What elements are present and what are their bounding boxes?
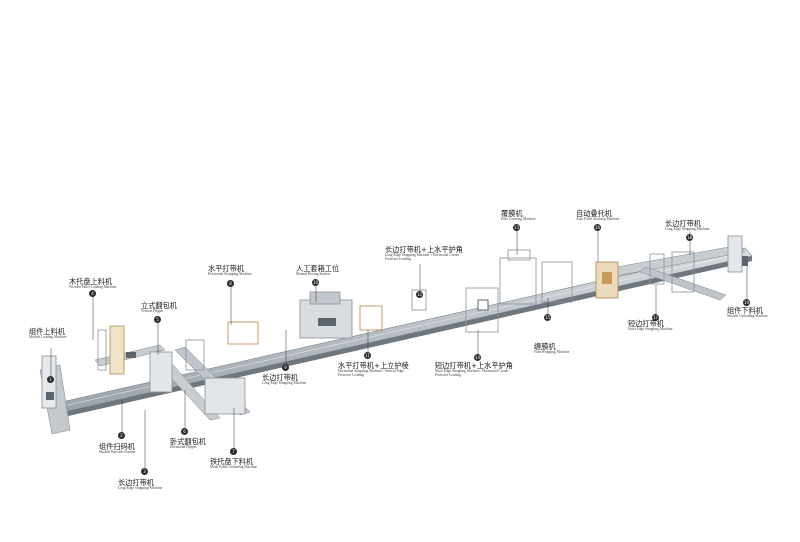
- station-marker-2: 2: [118, 432, 125, 439]
- station-name: 短边打带机: [628, 319, 664, 328]
- station-label-5: 立式翻包机 Vertical Flipper: [141, 302, 177, 314]
- station-name-en: Short Edge Strapping Machine / Horizonta…: [435, 369, 509, 377]
- station-name-en: Short Edge Strapping Machine: [628, 327, 673, 332]
- station-name: 长边打带机: [118, 478, 154, 487]
- station-name: 卧式翻包机: [170, 437, 206, 446]
- station-name-en: Wooden Pallet Loading Machine: [69, 285, 117, 290]
- station-name: 组件上料机: [29, 327, 65, 336]
- station-marker-5: 5: [154, 316, 161, 323]
- station-label-14: 短边打带机+上水平护角 Short Edge Strapping Machine…: [435, 362, 519, 377]
- station-name-en: Film Wrapping Machine: [534, 350, 570, 355]
- station-name: 人工套箱工位: [296, 264, 340, 273]
- station-label-11: 水平打带机+上立护棱 Horizontal Strapping Machine …: [338, 362, 409, 377]
- station-name-en: Manual Boxing Station: [296, 272, 330, 277]
- station-name-en: Long Edge Strapping Machine: [665, 227, 710, 232]
- station-name: 水平打带机: [208, 264, 244, 273]
- station-label-1: 组件上料机 Module Loading Machine: [29, 328, 67, 340]
- station-label-10: 人工套箱工位 Manual Boxing Station: [296, 265, 339, 277]
- station-label-8: 水平打带机 Horizontal Strapping Machine: [208, 265, 252, 277]
- station-label-7: 铁托盘下料机 Metal Pallet Unloading Machine: [210, 458, 257, 470]
- station-label-9: 长边打带机 Long Edge Strapping Machine: [262, 374, 306, 386]
- station-name: 立式翻包机: [141, 301, 177, 310]
- station-name: 组件扫码机: [99, 442, 135, 451]
- station-label-3: 长边打带机 Long Edge Strapping Machine: [118, 479, 162, 491]
- station-name-en: Film Covering Machine: [501, 217, 536, 222]
- station-name-en: Horizontal Flipper: [170, 445, 197, 450]
- station-name-en: Long Edge Strapping Machine: [262, 381, 307, 386]
- station-label-18: 长边打带机 Long Edge Strapping Machine: [665, 220, 709, 232]
- station-name: 水平打带机+上立护棱: [338, 361, 409, 370]
- station-name: 组件下料机: [727, 306, 763, 315]
- station-marker-6: 6: [181, 428, 188, 435]
- station-marker-16: 16: [594, 224, 601, 231]
- station-name: 长边打带机+上水平护角: [385, 245, 463, 254]
- station-label-13: 覆膜机 Film Covering Machine: [501, 210, 536, 222]
- station-name: 长边打带机: [665, 219, 701, 228]
- station-marker-4: 4: [89, 290, 96, 297]
- station-name-en: Horizontal Strapping Machine: [208, 272, 252, 277]
- station-name-en: Module Unloading Machine: [727, 314, 768, 319]
- station-name-en: Long Edge Strapping Machine: [118, 486, 163, 491]
- station-label-4: 木托盘上料机 Wooden Pallet Loading Machine: [69, 278, 116, 290]
- right-branch-conveyors: [599, 244, 746, 301]
- station-label-6: 卧式翻包机 Horizontal Flipper: [170, 438, 206, 450]
- station-name: 自动叠托机: [576, 209, 612, 218]
- station-marker-17: 17: [652, 314, 659, 321]
- station-marker-12: 12: [416, 291, 423, 298]
- station-label-17: 短边打带机 Short Edge Strapping Machine: [628, 320, 672, 332]
- station-name: 短边打带机+上水平护角: [435, 361, 513, 370]
- station-marker-15: 15: [544, 314, 551, 321]
- station-marker-13: 13: [513, 224, 520, 231]
- station-marker-18: 18: [686, 234, 693, 241]
- station-label-16: 自动叠托机 Auto Pallet Stacking Machine: [576, 210, 619, 222]
- station-label-15: 缠膜机 Film Wrapping Machine: [534, 343, 569, 355]
- station-name-en: Metal Pallet Unloading Machine: [210, 465, 258, 470]
- station-marker-7: 7: [230, 448, 237, 455]
- station-label-2: 组件扫码机 Module Barcode Scanner: [99, 443, 136, 455]
- station-marker-3: 3: [141, 468, 148, 475]
- station-name: 铁托盘下料机: [210, 457, 254, 466]
- leader-lines: [50, 228, 748, 472]
- station-name-en: Vertical Flipper: [141, 309, 164, 314]
- station-name: 长边打带机: [262, 373, 298, 382]
- station-name-en: Module Loading Machine: [29, 335, 67, 340]
- station-name: 覆膜机: [501, 209, 523, 218]
- station-name: 木托盘上料机: [69, 277, 113, 286]
- station-name-en: Long Edge Strapping Machine + Horizontal…: [385, 253, 460, 261]
- module-stacks: [46, 256, 748, 400]
- station-marker-19: 19: [743, 299, 750, 306]
- station-marker-14: 14: [474, 354, 481, 361]
- station-label-19: 组件下料机 Module Unloading Machine: [727, 307, 768, 319]
- station-marker-9: 9: [282, 364, 289, 371]
- machine-frames: [41, 235, 743, 415]
- station-label-12: 长边打带机+上水平护角 Long Edge Strapping Machine …: [385, 246, 467, 261]
- station-marker-8: 8: [227, 280, 234, 287]
- station-name-en: Auto Pallet Stacking Machine: [576, 217, 620, 222]
- station-name: 缠膜机: [534, 342, 556, 351]
- station-marker-1: 1: [47, 376, 54, 383]
- station-name-en: Module Barcode Scanner: [99, 450, 136, 455]
- station-marker-11: 11: [364, 352, 371, 359]
- station-marker-10: 10: [312, 279, 319, 286]
- station-name-en: Horizontal Strapping Machine / Vertical …: [338, 369, 404, 377]
